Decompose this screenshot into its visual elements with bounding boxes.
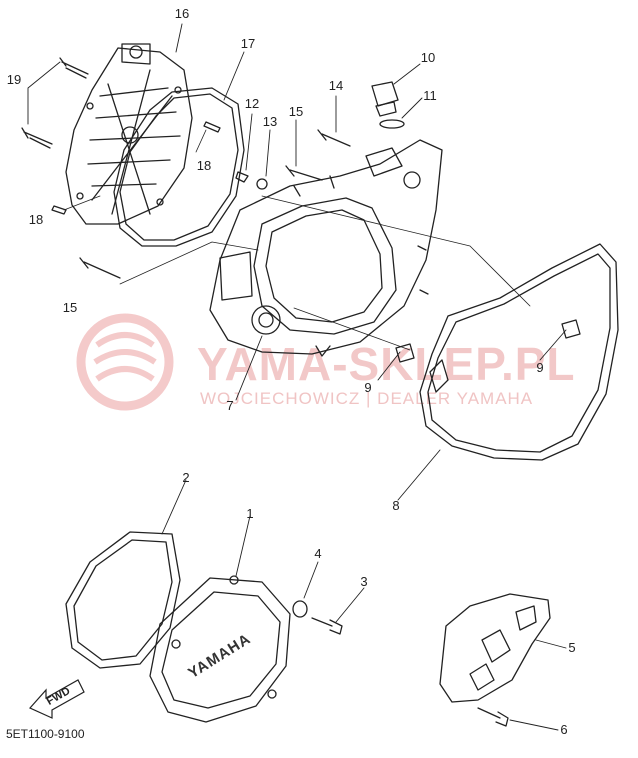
part-3-4-bolt-washer	[292, 600, 343, 635]
part-17-cover-gasket	[113, 87, 245, 247]
part-2-magneto-gasket	[65, 531, 181, 669]
part-9-dowels	[395, 319, 581, 363]
callout-10: 10	[421, 50, 435, 65]
callout-17: 17	[241, 36, 255, 51]
callout-9: 9	[364, 380, 371, 395]
fwd-arrow-icon: FWD	[29, 679, 85, 719]
callout-3: 3	[360, 574, 367, 589]
part-16-clutch-outer-cover	[65, 43, 193, 225]
callout-2: 2	[182, 470, 189, 485]
callout-7: 7	[226, 398, 233, 413]
watermark: YAMA-SKLEP.PL WOJCIECHOWICZ | DEALER YAM…	[76, 313, 576, 411]
part-10-11-filler-cap	[371, 81, 405, 129]
part-6-bolt	[477, 707, 509, 727]
watermark-logo-icon	[76, 313, 174, 411]
watermark-subtitle: WOJCIECHOWICZ | DEALER YAMAHA	[200, 389, 533, 408]
part-8-crankcase-gasket	[419, 243, 619, 461]
part-code: 5ET1100-9100	[6, 727, 85, 741]
callout-18: 18	[197, 158, 211, 173]
callout-15: 15	[289, 104, 303, 119]
callout-18: 18	[29, 212, 43, 227]
part-18-dowel-pins	[51, 121, 221, 215]
cover-emblem-text: YAMAHA	[185, 630, 254, 682]
callout-14: 14	[329, 78, 343, 93]
callout-12: 12	[245, 96, 259, 111]
part-19-bolts	[21, 57, 89, 149]
watermark-name: YAMA-SKLEP.PL	[197, 338, 576, 390]
callout-11: 11	[423, 88, 437, 103]
callout-19: 19	[7, 72, 21, 87]
callout-8: 8	[392, 498, 399, 513]
part-1-magneto-cover	[149, 575, 291, 723]
leader-lines	[27, 23, 567, 731]
assembly-lines	[63, 129, 531, 351]
callout-5: 5	[568, 640, 575, 655]
callout-9: 9	[536, 360, 543, 375]
part-7-crankcase-cover	[209, 139, 443, 357]
callout-1: 1	[246, 506, 253, 521]
callout-6: 6	[560, 722, 567, 737]
callout-4: 4	[314, 546, 321, 561]
part-5-chain-guard	[439, 593, 551, 703]
callout-13: 13	[263, 114, 277, 129]
callout-16: 16	[175, 6, 189, 21]
callout-15: 15	[63, 300, 77, 315]
part-12-13-bolt-washer	[79, 129, 351, 279]
